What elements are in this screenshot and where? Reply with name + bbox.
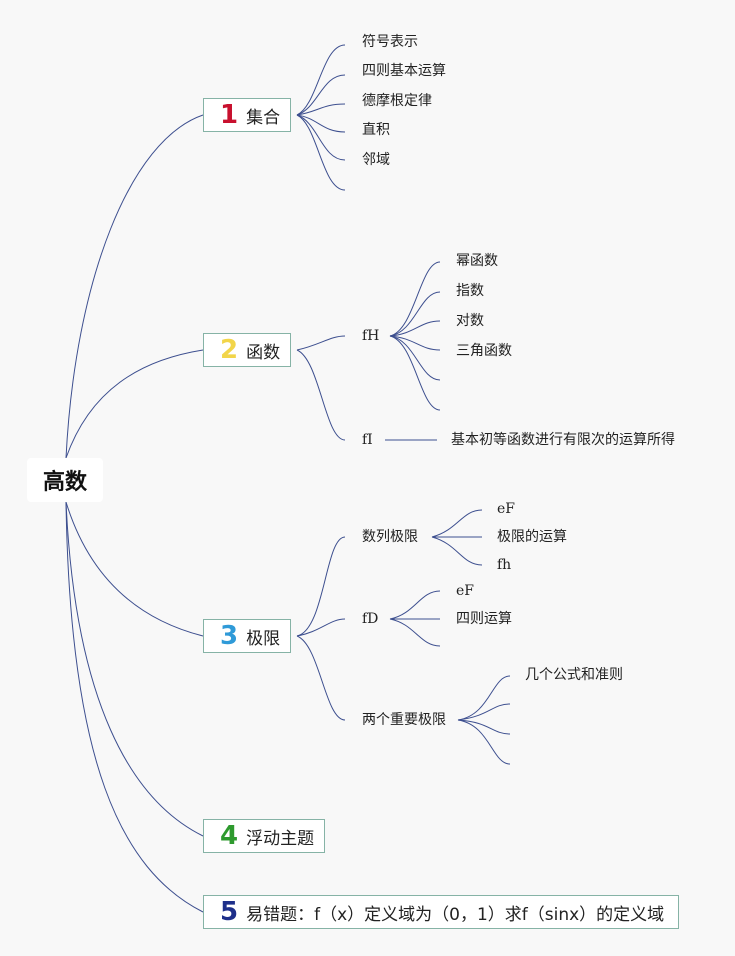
connector-root-4 bbox=[65, 501, 204, 837]
topic-4[interactable]: 4 浮动主题 bbox=[203, 819, 326, 853]
subtopic-label[interactable]: 几个公式和准则 bbox=[525, 667, 623, 683]
topic-number: 5 bbox=[220, 897, 239, 927]
topic-number: 4 bbox=[220, 821, 239, 851]
topic-label: 浮动主题 bbox=[246, 828, 315, 849]
connector-root-5 bbox=[65, 501, 204, 913]
topic-label: 集合 bbox=[246, 107, 281, 128]
subtopic-label[interactable]: 基本初等函数进行有限次的运算所得 bbox=[451, 432, 675, 448]
connector-root-2 bbox=[65, 349, 204, 459]
topic-number: 2 bbox=[220, 335, 239, 365]
subtopic-label[interactable]: 四则基本运算 bbox=[362, 63, 446, 79]
topic-number: 1 bbox=[220, 100, 239, 130]
topic-1[interactable]: 1 集合 bbox=[203, 98, 292, 132]
topic-label: 函数 bbox=[246, 342, 281, 363]
subtopic-label[interactable]: 数列极限 bbox=[362, 529, 418, 545]
subtopic-label[interactable]: fh bbox=[497, 557, 512, 573]
subtopic-label[interactable]: 德摩根定律 bbox=[362, 93, 432, 109]
topic-number: 3 bbox=[220, 621, 239, 651]
subtopic-label[interactable]: eF bbox=[456, 583, 474, 599]
topic-label: 易错题：f（x）定义域为（0，1）求f（sinx）的定义域 bbox=[246, 904, 665, 925]
subtopic-label[interactable]: 两个重要极限 bbox=[362, 712, 446, 728]
subtopic-label[interactable]: 直积 bbox=[362, 122, 390, 138]
subtopic-label[interactable]: 四则运算 bbox=[456, 611, 512, 627]
topic-2[interactable]: 2 函数 bbox=[203, 333, 292, 367]
subtopic-label[interactable]: 三角函数 bbox=[456, 343, 512, 359]
subtopic-label[interactable]: 指数 bbox=[456, 283, 484, 299]
subtopic-label[interactable]: 邻域 bbox=[362, 152, 390, 168]
root-node[interactable]: 高数 bbox=[27, 458, 103, 502]
subtopic-label[interactable]: 对数 bbox=[456, 313, 484, 329]
subtopic-label[interactable]: fH bbox=[362, 328, 380, 344]
connector-root-3 bbox=[65, 501, 204, 637]
subtopic-label[interactable]: eF bbox=[497, 501, 515, 517]
subtopic-label[interactable]: 极限的运算 bbox=[497, 529, 567, 545]
subtopic-label[interactable]: 符号表示 bbox=[362, 34, 418, 50]
subtopic-label[interactable]: fI bbox=[362, 432, 373, 448]
topic-3[interactable]: 3 极限 bbox=[203, 619, 292, 653]
subtopic-label[interactable]: 幂函数 bbox=[456, 253, 498, 269]
topic-label: 极限 bbox=[246, 628, 281, 649]
topic-5[interactable]: 5 易错题：f（x）定义域为（0，1）求f（sinx）的定义域 bbox=[203, 895, 680, 929]
connector-root-1 bbox=[65, 114, 204, 459]
subtopic-label[interactable]: fD bbox=[362, 611, 379, 627]
root-label: 高数 bbox=[42, 470, 87, 495]
